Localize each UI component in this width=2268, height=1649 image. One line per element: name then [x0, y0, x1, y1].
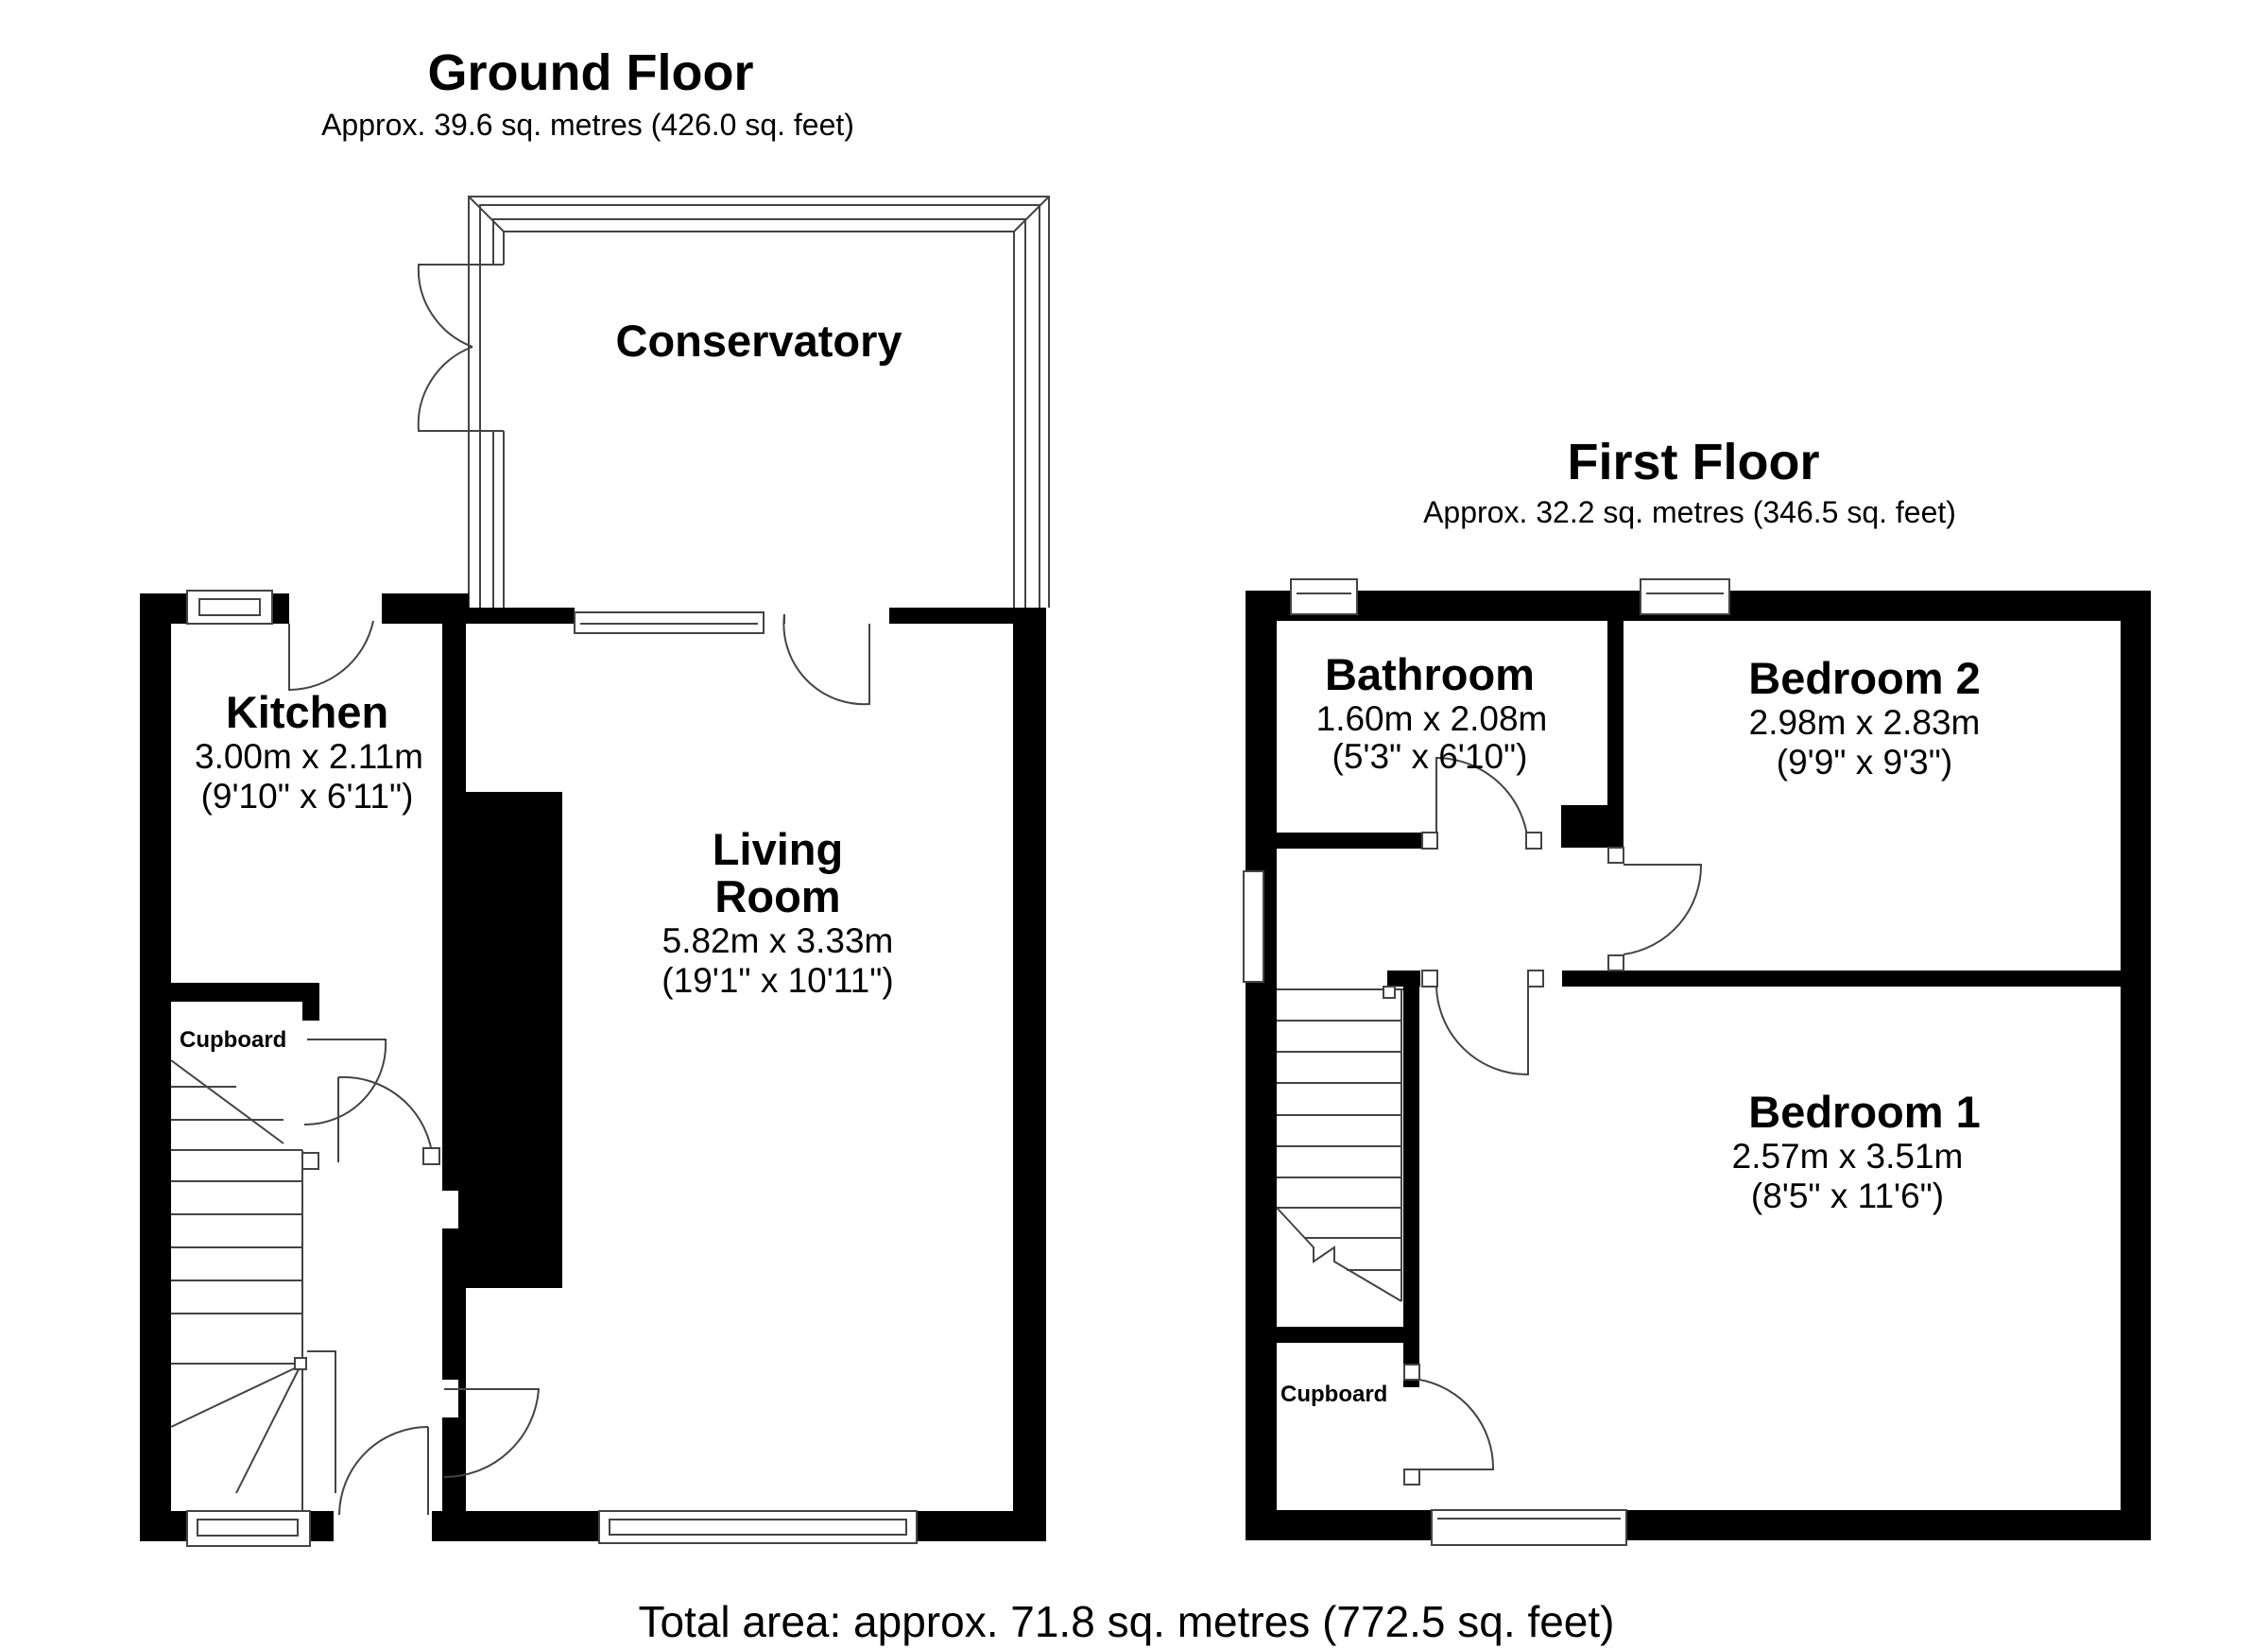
door-jamb	[1403, 1469, 1420, 1486]
staircase	[1276, 986, 1403, 1302]
wall	[2121, 591, 2151, 1540]
first-floor-cupboard-label: Cupboard	[1280, 1382, 1387, 1407]
wall	[1387, 971, 1420, 987]
bedroom2-dimensions-metric: 2.98m x 2.83m	[1749, 703, 1981, 742]
living-room-dimensions-metric: 5.82m x 3.33m	[662, 921, 894, 960]
door-jamb	[1607, 954, 1624, 971]
first-floor-plan: Bathroom 1.60m x 2.08m (5'3" x 6'10") Be…	[1243, 578, 2151, 1546]
bathroom-door[interactable]	[1435, 756, 1529, 849]
wall	[140, 593, 187, 624]
living-room-dimensions-imperial: (19'1" x 10'11")	[662, 961, 893, 1000]
living-room-door[interactable]	[443, 1388, 541, 1479]
wall	[302, 983, 319, 1021]
kitchen-dimensions-metric: 3.00m x 2.11m	[195, 737, 423, 776]
wall	[1013, 608, 1046, 1541]
wall	[270, 593, 289, 624]
first-floor-area: Approx. 32.2 sq. metres (346.5 sq. feet)	[1423, 495, 1956, 529]
door-jamb	[1527, 970, 1544, 988]
first-floor-title: First Floor	[1568, 434, 1820, 490]
first-floor-cupboard-door[interactable]	[1418, 1379, 1495, 1470]
door-jamb	[1607, 847, 1624, 864]
kitchen-back-door[interactable]	[288, 620, 374, 692]
wall	[1562, 971, 2151, 987]
window	[598, 1510, 918, 1544]
bathroom-dimensions-imperial: (5'3" x 6'10")	[1332, 737, 1528, 776]
front-door[interactable]	[338, 1426, 429, 1516]
kitchen-door[interactable]	[337, 1075, 434, 1162]
kitchen-label: Kitchen	[226, 687, 388, 737]
window	[574, 611, 765, 634]
wall	[917, 1511, 1046, 1541]
window	[1640, 578, 1730, 615]
wall	[1246, 591, 1277, 1540]
wall	[140, 593, 171, 1541]
bedroom1-dimensions-imperial: (8'5" x 11'6")	[1751, 1177, 1944, 1215]
window	[1243, 870, 1264, 983]
ground-floor-plan: Conservatory	[140, 196, 1050, 1547]
ground-floor-title: Ground Floor	[428, 44, 754, 101]
bedroom1-dimensions-metric: 2.57m x 3.51m	[1732, 1137, 1964, 1176]
wall	[1277, 1327, 1419, 1343]
bedroom1-label: Bedroom 1	[1748, 1087, 1981, 1137]
living-room-label-line2: Room	[714, 871, 840, 921]
bathroom-label: Bathroom	[1325, 649, 1535, 699]
door-jamb	[1403, 1364, 1420, 1381]
wall	[889, 608, 1039, 624]
wall	[1277, 833, 1433, 849]
bedroom1-door[interactable]	[1435, 986, 1529, 1076]
window	[1431, 1509, 1627, 1546]
living-room-rear-door[interactable]	[782, 613, 870, 706]
door-jamb	[1525, 832, 1542, 850]
door-jamb	[301, 1152, 319, 1170]
kitchen-dimensions-imperial: (9'10" x 6'11")	[201, 777, 414, 816]
window	[1290, 578, 1358, 615]
chimney-breast	[458, 792, 562, 1288]
bedroom2-label: Bedroom 2	[1748, 653, 1981, 703]
staircase	[170, 1059, 336, 1511]
ground-floor-area: Approx. 39.6 sq. metres (426.0 sq. feet)	[321, 108, 854, 142]
door-jamb	[422, 1147, 440, 1165]
door-jamb	[1421, 832, 1438, 850]
total-area: Total area: approx. 71.8 sq. metres (772…	[638, 1597, 1614, 1646]
door-jamb	[1421, 970, 1438, 988]
ground-cupboard-label: Cupboard	[180, 1027, 286, 1053]
wall	[171, 983, 308, 1002]
window	[186, 1510, 311, 1547]
wall	[307, 1511, 334, 1541]
wall	[457, 608, 575, 624]
cupboard-door[interactable]	[303, 1039, 387, 1126]
wall	[1246, 1510, 2151, 1540]
wall	[382, 593, 469, 624]
wall	[140, 1511, 187, 1541]
wall	[1403, 987, 1419, 1387]
living-room-label-line1: Living	[713, 824, 843, 874]
wall	[1561, 805, 1624, 848]
wall	[442, 1417, 466, 1541]
conservatory-label: Conservatory	[616, 316, 902, 366]
bathroom-dimensions-metric: 1.60m x 2.08m	[1316, 699, 1548, 738]
window	[186, 590, 273, 625]
bedroom2-door[interactable]	[1623, 864, 1703, 955]
wall	[1607, 621, 1624, 848]
bedroom2-dimensions-imperial: (9'9" x 9'3")	[1777, 743, 1952, 782]
conservatory-frame	[417, 196, 1050, 608]
